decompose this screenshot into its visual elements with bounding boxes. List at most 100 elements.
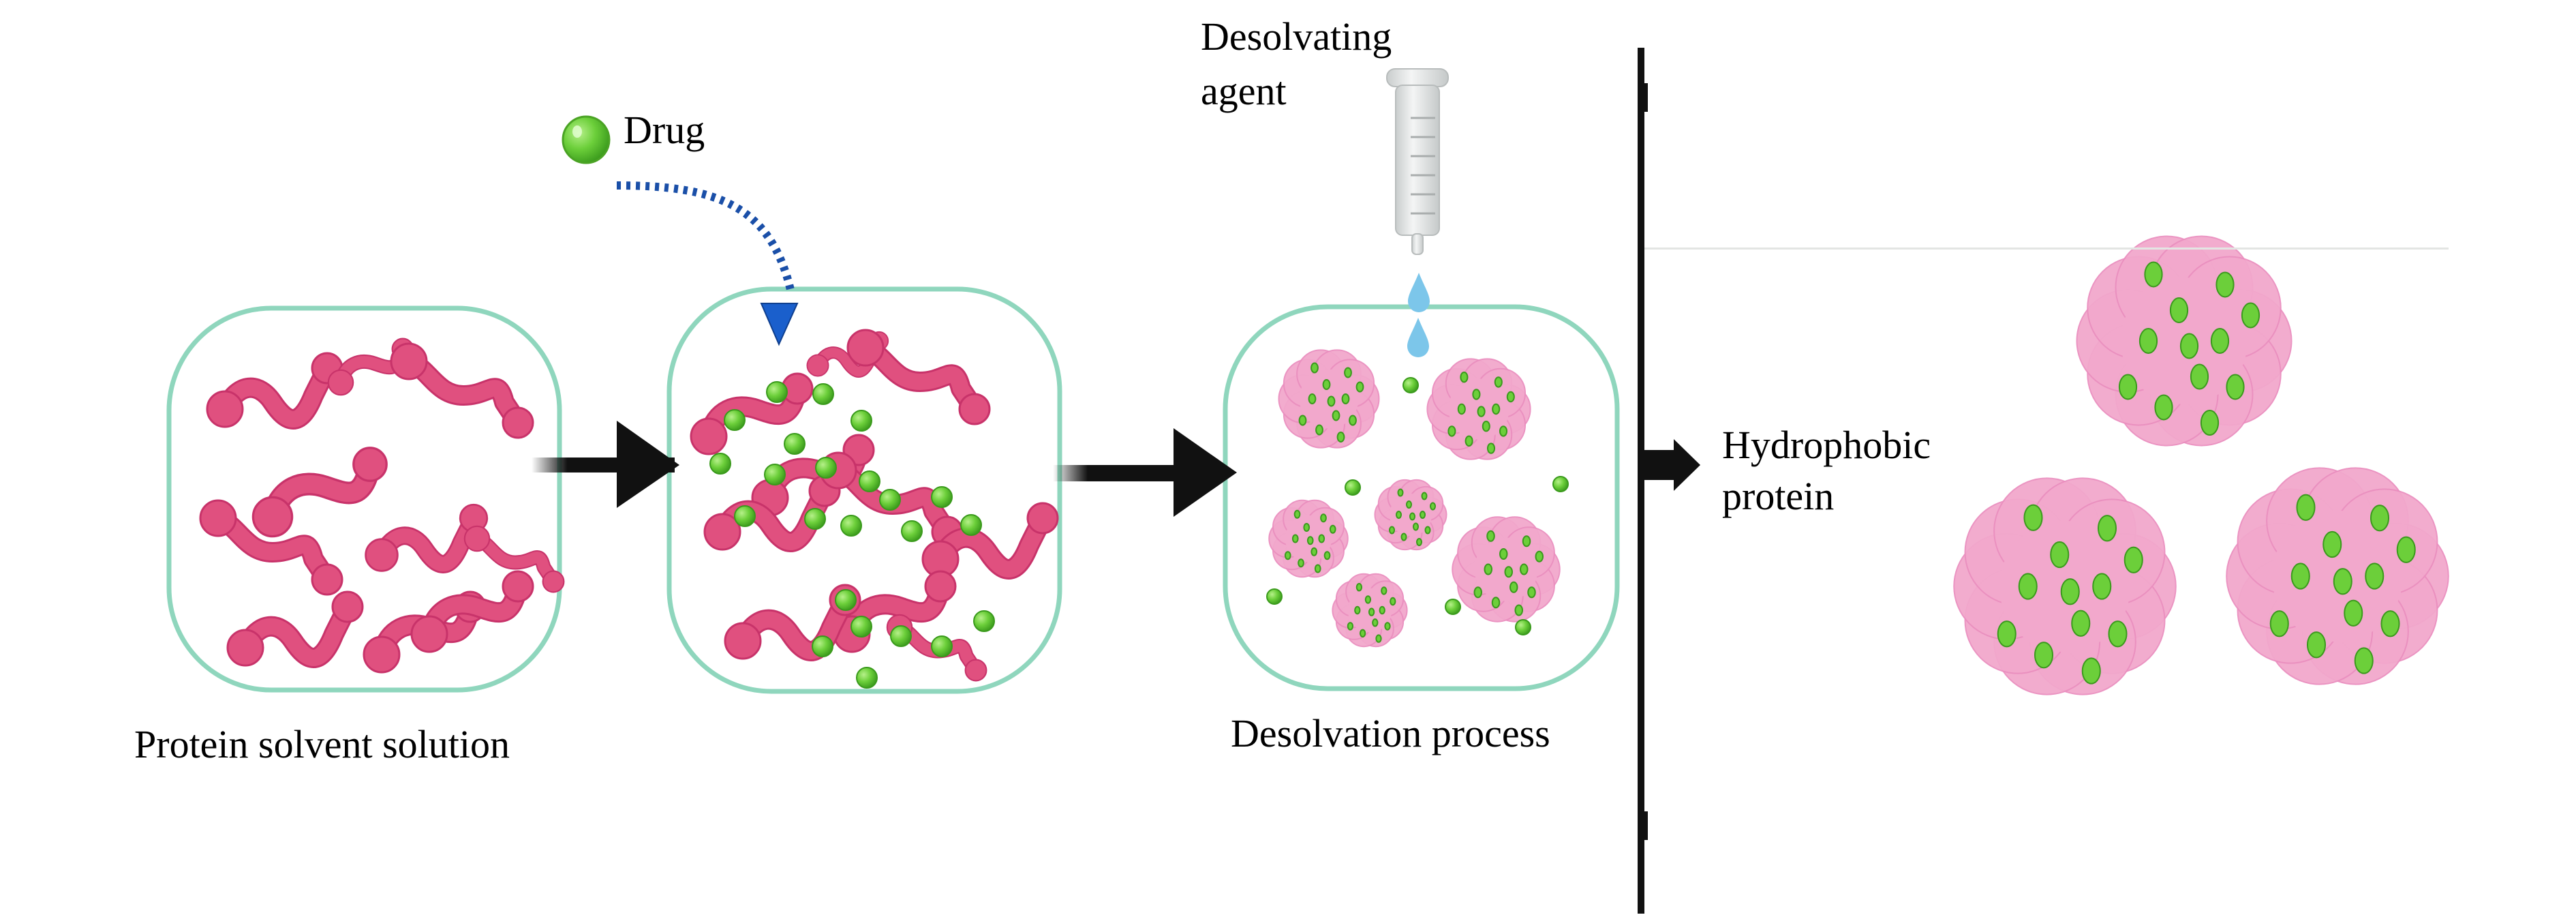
flow-arrow-1 [532, 421, 679, 508]
drug-molecules-group-stage-2 [709, 381, 995, 689]
hydrophobic-nanoparticle [2226, 467, 2449, 685]
flow-arrow-3 [1641, 439, 1700, 491]
section-divider-notch-bottom [1643, 811, 1648, 840]
encapsulated-drug [1397, 488, 1404, 497]
syringe-icon [1386, 68, 1449, 255]
encapsulated-drug [1424, 526, 1431, 535]
protein-chain [463, 525, 565, 593]
encapsulated-drug [1341, 393, 1350, 404]
encapsulated-drug [2081, 657, 2101, 685]
section-divider-notch-top [1643, 83, 1648, 112]
drug-molecule [766, 381, 788, 403]
free-drug-molecule [1402, 377, 1419, 393]
encapsulated-drug [1400, 532, 1407, 541]
encapsulated-drug [1322, 379, 1331, 390]
encapsulated-drug [2118, 374, 2138, 400]
encapsulated-drug [1430, 502, 1436, 511]
encapsulated-drug [2215, 271, 2235, 298]
encapsulated-drug [1390, 597, 1396, 606]
encapsulated-drug [1359, 629, 1366, 638]
free-drug-molecule [1345, 479, 1361, 496]
encapsulated-drug [2034, 642, 2054, 669]
encapsulated-drug [2241, 302, 2260, 329]
encapsulated-drug [1460, 372, 1469, 383]
free-drug-molecule [1515, 619, 1531, 635]
encapsulated-drug [2200, 410, 2220, 436]
encapsulated-drug [1535, 550, 1544, 562]
caption-desolvation-process: Desolvation process [1231, 711, 1550, 755]
encapsulated-drug [1315, 424, 1323, 436]
drug-molecule [901, 520, 923, 542]
encapsulated-drug [1349, 415, 1357, 426]
encapsulated-drug [1355, 583, 1363, 592]
encapsulated-drug [1421, 492, 1428, 500]
encapsulated-drug [2092, 573, 2112, 600]
protein-chain [390, 342, 534, 439]
encapsulated-drug [1482, 421, 1490, 432]
encapsulated-drug [2333, 568, 2352, 595]
encapsulated-drug [2179, 333, 2199, 359]
encapsulated-drug [2306, 631, 2327, 659]
nanoparticle [1452, 516, 1561, 622]
section-divider [1638, 48, 1644, 914]
flow-arrow-2 [1053, 428, 1237, 517]
encapsulated-drug [1310, 362, 1319, 374]
encapsulated-drug [1336, 432, 1345, 442]
encapsulated-drug [1514, 604, 1523, 616]
drug-molecule [850, 410, 872, 432]
nanoparticle [1268, 499, 1349, 578]
encapsulated-drug [1492, 403, 1501, 415]
encapsulated-drug [1506, 391, 1515, 403]
encapsulated-drug [1447, 425, 1456, 437]
nanoparticles-group-stage-3 [1266, 349, 1569, 648]
encapsulated-drug [1384, 622, 1391, 631]
drug-molecule [931, 635, 953, 657]
label-hydrophobic-protein: Hydrophobic protein [1722, 419, 1931, 522]
drug-molecule [840, 515, 862, 537]
protein-chain [846, 329, 991, 425]
encapsulated-drug [2269, 610, 2289, 638]
encapsulated-drug [1389, 526, 1395, 535]
encapsulated-drug [2354, 647, 2374, 674]
drug-molecule [764, 464, 786, 485]
drug-molecule [835, 589, 857, 611]
encapsulated-drug [1473, 586, 1482, 599]
encapsulated-drug [1457, 403, 1466, 415]
encapsulated-drug [1520, 563, 1529, 575]
encapsulated-drug [1409, 512, 1415, 521]
encapsulated-drug [1486, 530, 1495, 542]
hydrophobic-nanoparticle [2076, 235, 2293, 447]
container-protein-solution [166, 305, 562, 693]
legend-label-drug: Drug [624, 108, 705, 152]
encapsulated-drug [2370, 505, 2390, 532]
encapsulated-drug [1486, 442, 1496, 454]
protein-chain [206, 352, 343, 430]
encapsulated-drug [2154, 394, 2173, 421]
encapsulated-drug [2123, 546, 2143, 573]
encapsulated-drug [2344, 599, 2363, 627]
drug-molecule [850, 616, 872, 638]
encapsulated-drug [1354, 605, 1361, 615]
encapsulated-drug [1323, 551, 1331, 560]
encapsulated-drug [1379, 605, 1385, 615]
drug-molecule [812, 383, 834, 405]
encapsulated-drug [2018, 573, 2038, 600]
encapsulated-drug [2396, 536, 2416, 563]
protein-chains-group-stage-1 [199, 338, 565, 674]
encapsulated-drug [1509, 581, 1518, 593]
drug-molecule [804, 508, 826, 530]
encapsulated-drug [1291, 534, 1299, 543]
encapsulated-drug [1327, 395, 1336, 407]
drug-molecule [709, 453, 731, 475]
encapsulated-drug [1314, 564, 1321, 573]
label-desolvating-agent-line2: agent [1201, 69, 1287, 114]
drug-molecule [724, 409, 746, 431]
caption-protein-solvent-solution: Protein solvent solution [134, 722, 510, 766]
nanoparticle [1278, 349, 1380, 449]
encapsulated-drug [1494, 376, 1503, 388]
encapsulated-drug [1997, 620, 2017, 648]
encapsulated-drug [1499, 425, 1508, 437]
encapsulated-drug [2023, 504, 2043, 531]
agent-drop-1-icon [1408, 273, 1430, 312]
